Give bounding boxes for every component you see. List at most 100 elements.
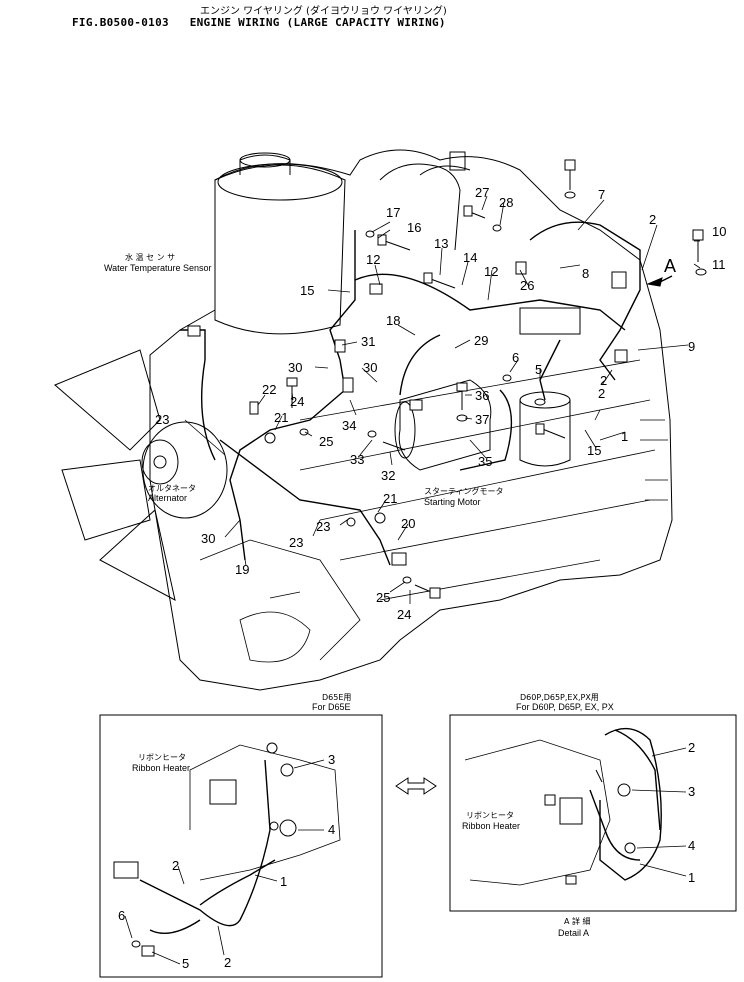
callout-33: 33: [350, 452, 364, 467]
callout-18: 18: [386, 313, 400, 328]
callout-21b: 21: [383, 491, 397, 506]
inset-right-callout-2: 2: [688, 740, 695, 755]
inset-left-frame: [99, 714, 383, 978]
callout-15b: 15: [587, 443, 601, 458]
inset-left-callout-1: 1: [280, 874, 287, 889]
callout-11: 11: [712, 257, 726, 272]
callout-27: 27: [475, 185, 489, 200]
callout-37: 37: [475, 412, 489, 427]
bolt-22: [249, 401, 276, 444]
washer-5: [534, 398, 546, 406]
part-labels: 水 温 セ ン サ Water Temperature Sensor オルタネー…: [104, 252, 504, 507]
inset-left-callout-2b: 2: [224, 955, 231, 970]
callout-8: 8: [582, 266, 589, 281]
callout-29: 29: [474, 333, 488, 348]
bolt-27: [463, 205, 502, 232]
bolt-32: [367, 430, 406, 451]
callout-1: 1: [621, 429, 628, 444]
callout-20: 20: [401, 516, 415, 531]
bolt-36: [456, 382, 468, 422]
callout-14: 14: [463, 250, 477, 265]
inset-left-callout-5: 5: [182, 956, 189, 971]
bolts: [249, 159, 707, 599]
fig-number: FIG.B0500-0103: [72, 16, 169, 29]
inset-left-callout-4: 4: [328, 822, 335, 837]
callout-10: 10: [712, 224, 726, 239]
alternator-label-jp: オルタネータ: [148, 484, 196, 493]
inset-right-callout-3: 3: [688, 784, 695, 799]
callout-6: 6: [512, 350, 519, 365]
figure-title: FIG.B0500-0103 ENGINE WIRING (LARGE CAPA…: [72, 16, 446, 29]
washer-6: [502, 374, 512, 382]
water-temp-label-en: Water Temperature Sensor: [104, 263, 212, 273]
callout-35: 35: [478, 454, 492, 469]
callout-36: 36: [475, 388, 489, 403]
alternator-label-en: Alternator: [148, 493, 187, 503]
callout-26: 26: [520, 278, 534, 293]
bolt-24: [286, 377, 309, 436]
callout-23c: 23: [316, 519, 330, 534]
ribbon-heater-left: [209, 779, 237, 805]
callout-23b: 23: [289, 535, 303, 550]
water-temp-label-jp: 水 温 セ ン サ: [125, 252, 175, 262]
inset-left-callout-2a: 2: [172, 858, 179, 873]
clamp-21: [346, 512, 386, 527]
callout-21a: 21: [274, 410, 288, 425]
callout-30b: 30: [201, 531, 215, 546]
ribbon-heater-right: [559, 797, 583, 825]
inset-left-ribbon-en: Ribbon Heater: [132, 763, 190, 773]
equivalence-arrow: [395, 777, 437, 795]
callout-23a: 23: [155, 412, 169, 427]
callout-24b: 24: [397, 607, 411, 622]
callout-13: 13: [434, 236, 448, 251]
inset-right-callout-1: 1: [688, 870, 695, 885]
bolt-15: [535, 423, 566, 439]
inset-d60p: D60P,D65P,EX,PX用 For D60P, D65P, EX, PX …: [449, 693, 737, 938]
inset-d65e: D65E用 For D65E 1 2 2 3 4 5: [99, 693, 383, 978]
callout-34: 34: [342, 418, 356, 433]
callout-22: 22: [262, 382, 276, 397]
leader-lines: [184, 195, 701, 604]
callout-17: 17: [386, 205, 400, 220]
callout-25a: 25: [319, 434, 333, 449]
bolt-7: [564, 159, 576, 199]
inset-left-title-jp: D65E用: [322, 693, 351, 702]
starting-motor-label-en: Starting Motor: [424, 497, 481, 507]
callout-25b: 25: [376, 590, 390, 605]
callout-32: 32: [381, 468, 395, 483]
inset-left-callout-3: 3: [328, 752, 335, 767]
callout-30a: 30: [288, 360, 302, 375]
japanese-title: エンジン ワイヤリング (ダイヨウリョウ ワイヤリング): [200, 6, 447, 17]
callout-2c: 2: [600, 373, 607, 388]
inset-right-ribbon-en: Ribbon Heater: [462, 821, 520, 831]
bolt-13: [423, 272, 456, 289]
callout-12b: 12: [484, 264, 498, 279]
figure-name: ENGINE WIRING (LARGE CAPACITY WIRING): [189, 16, 446, 29]
inset-left-callout-6: 6: [118, 908, 125, 923]
detail-a-en: Detail A: [558, 928, 589, 938]
bolt-10: [692, 229, 707, 276]
inset-left-ribbon-jp: リボンヒータ: [138, 753, 186, 762]
callout-5: 5: [535, 362, 542, 377]
callout-7: 7: [598, 187, 605, 202]
engine-body: [54, 149, 673, 691]
bolt-24b: [402, 576, 441, 599]
starting-motor-label-jp: スターティングモータ: [424, 486, 504, 496]
callout-19: 19: [235, 562, 249, 577]
inset-left-connector: [113, 861, 139, 879]
callout-2b: 2: [598, 386, 605, 401]
main-callouts: 1 2 2 2 5 6 7 8 9 10 11 12 12 13 14 15 1…: [155, 185, 726, 622]
view-a-label: A: [664, 256, 676, 276]
callout-30c: 30: [363, 360, 377, 375]
callout-16: 16: [407, 220, 421, 235]
callout-12a: 12: [366, 252, 380, 267]
callout-24a: 24: [290, 394, 304, 409]
bolt-16: [365, 230, 411, 251]
inset-right-title-jp: D60P,D65P,EX,PX用: [520, 693, 599, 702]
inset-right-frame: [449, 714, 737, 912]
detail-a-jp: A 詳 細: [564, 916, 591, 926]
wiring-harness: [180, 221, 641, 566]
callout-28: 28: [499, 195, 513, 210]
callout-15a: 15: [300, 283, 314, 298]
